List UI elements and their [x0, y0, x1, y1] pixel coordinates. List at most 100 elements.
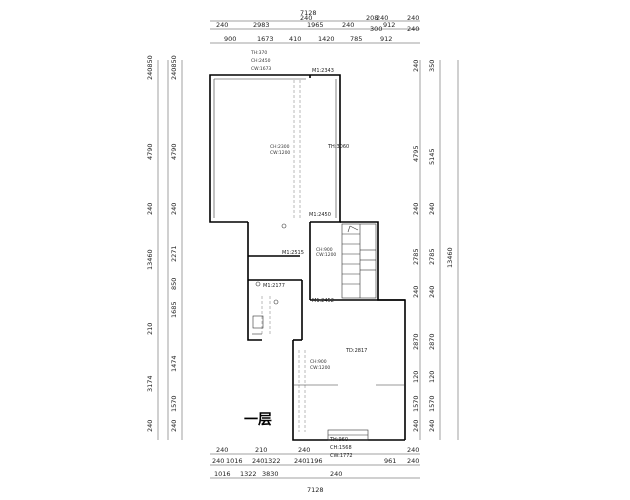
- right-r2-d: 2785: [428, 248, 436, 265]
- right-r1-i: 240: [412, 420, 420, 432]
- bottom-r1-d: 240: [407, 446, 419, 454]
- walls: [209, 74, 406, 441]
- bottom-r2-b: 1016: [226, 457, 243, 465]
- wall-upper-right: [310, 74, 341, 223]
- top-dimensions: 7128 240 2983 240 1965 240 208 240 912 2…: [210, 9, 420, 44]
- bottom-r2-g: 961: [384, 457, 396, 465]
- right-total: 13460: [446, 247, 454, 268]
- bottom-r2-d: 1322: [264, 457, 281, 465]
- left-r2-a: 240850: [170, 55, 178, 80]
- note-low-1: CH:900: [310, 359, 327, 365]
- right-r2-c: 240: [428, 203, 436, 215]
- right-r1-d: 2785: [412, 248, 420, 265]
- right-r1-e: 240: [412, 286, 420, 298]
- bottom-r1-c: 240: [298, 446, 310, 454]
- left-r2-g: 1474: [170, 355, 178, 372]
- wall-upper-left: [209, 74, 310, 223]
- left-r1-b: 4790: [146, 143, 154, 160]
- note-mid-1: CH:2300: [270, 144, 290, 150]
- top-r1-f: 208: [366, 14, 378, 22]
- label-th-3060: TH:3060: [327, 144, 349, 150]
- left-r2-h: 1570: [170, 395, 178, 412]
- wall-stair-right: [340, 221, 406, 440]
- right-dimensions: 240 4795 240 2785 240 2870 120 1570 240 …: [412, 60, 459, 440]
- wall-lower: [292, 340, 405, 441]
- toilet-fixture: [252, 315, 264, 329]
- note-bottom-2: CH:1568: [330, 445, 352, 451]
- annotations: TH:370 CH:2450 CW:1673 M1:2343 CH:2300 C…: [250, 50, 367, 459]
- top-r1-k: 240: [407, 25, 419, 33]
- left-r1-d: 210: [146, 323, 154, 335]
- fixture-circle-3: [273, 299, 279, 305]
- bottom-r3-d: 240: [330, 470, 342, 478]
- top-r2-c: 410: [289, 35, 301, 43]
- left-r1-a: 240850: [146, 55, 154, 80]
- bottom-r3-b: 1322: [240, 470, 257, 478]
- left-r1-e: 3174: [146, 375, 154, 392]
- top-r2-f: 912: [380, 35, 392, 43]
- right-r2-e: 240: [428, 286, 436, 298]
- top-r1-c: 240: [300, 14, 312, 22]
- fixtures: [252, 223, 405, 441]
- bottom-total: 7128: [307, 486, 324, 494]
- right-r1-h: 1570: [412, 395, 420, 412]
- note-stair-1: CH:900: [316, 247, 333, 253]
- top-r1-b: 2983: [253, 21, 270, 29]
- label-m1-2177: M1:2177: [263, 283, 285, 289]
- left-r2-e: 850: [170, 278, 178, 290]
- right-r1-c: 240: [412, 203, 420, 215]
- floor-title: 一层: [244, 412, 272, 428]
- right-r2-f: 2870: [428, 333, 436, 350]
- bottom-r2-e: 240: [294, 457, 306, 465]
- note-top-3: CW:1673: [251, 66, 271, 72]
- right-r2-b: 5145: [428, 148, 436, 165]
- right-r2-a: 350: [428, 60, 436, 72]
- bottom-r3-c: 3830: [262, 470, 279, 478]
- note-bottom-1: TH:960: [329, 437, 348, 443]
- bottom-r2-f: 1196: [306, 457, 323, 465]
- top-r1-d: 1965: [307, 21, 324, 29]
- top-r1-h: 912: [383, 21, 395, 29]
- note-low-2: CW:1200: [310, 365, 330, 371]
- right-r1-g: 120: [412, 371, 420, 383]
- right-r1-f: 2870: [412, 333, 420, 350]
- left-r2-f: 1685: [170, 301, 178, 318]
- hidden-lines: [261, 80, 306, 432]
- left-r1-f: 240: [146, 420, 154, 432]
- left-dimensions: 13460 240850 4790 240 210 3174 240 24085…: [146, 55, 183, 440]
- top-total-dim: 7128: [300, 9, 317, 17]
- left-r1-c: 240: [146, 203, 154, 215]
- note-bottom-3: CW:1772: [330, 453, 353, 459]
- note-mid-2: CW:1200: [270, 150, 290, 156]
- top-r2-a: 900: [224, 35, 236, 43]
- bottom-r2-a: 240: [212, 457, 224, 465]
- top-r2-b: 1673: [257, 35, 274, 43]
- top-r1-j: 300: [370, 25, 382, 33]
- right-r1-b: 4795: [412, 145, 420, 162]
- left-r2-d: 2271: [170, 245, 178, 262]
- fixture-circle-1: [281, 223, 287, 229]
- label-m1-2515: M1:2515: [282, 250, 304, 256]
- bottom-dimensions: 240 210 240 240 240 1016 240 1322 240 11…: [210, 446, 420, 494]
- right-r2-i: 240: [428, 420, 436, 432]
- fixture-circle-2: [255, 281, 261, 287]
- bottom-r2-c: 240: [252, 457, 264, 465]
- left-r2-i: 240: [170, 420, 178, 432]
- bottom-r1-a: 240: [216, 446, 228, 454]
- note-top-1: TH:370: [250, 50, 267, 56]
- top-r1-e: 240: [342, 21, 354, 29]
- label-m1-2450: M1:2450: [309, 212, 331, 218]
- label-td-2817: TD:2817: [345, 348, 367, 354]
- top-r1-a: 240: [216, 21, 228, 29]
- top-r2-e: 785: [350, 35, 362, 43]
- left-r2-b: 4790: [170, 143, 178, 160]
- top-r2-d: 1420: [318, 35, 335, 43]
- label-m1-2452: M1:2452: [312, 298, 334, 304]
- left-r2-c: 240: [170, 203, 178, 215]
- label-m1-2343: M1:2343: [312, 68, 334, 74]
- right-r1-a: 240: [412, 60, 420, 72]
- note-top-2: CH:2450: [251, 58, 271, 64]
- right-r2-h: 1570: [428, 395, 436, 412]
